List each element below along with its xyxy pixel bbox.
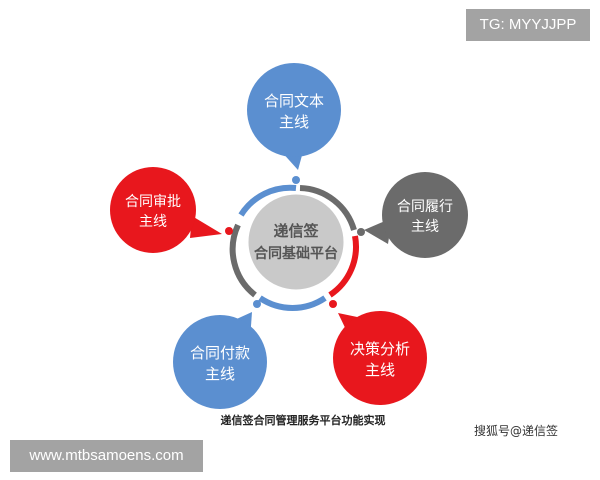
bubble-circle: [333, 311, 427, 405]
center-subtitle: 合同基础平台: [254, 245, 338, 262]
ring-arc-blue-bottom: [258, 295, 327, 311]
node-contract-text: 合同文本 主线: [247, 63, 341, 170]
ring-arc-blue-top: [238, 184, 297, 217]
node-label-line1: 合同审批: [125, 194, 181, 210]
connector-dot-bottom-left: [253, 300, 261, 308]
node-label-line1: 合同文本: [264, 92, 324, 110]
node-contract-approval: 合同审批 主线: [110, 167, 222, 253]
node-label-line1: 合同履行: [397, 199, 453, 215]
ring-arc-gray-left: [229, 223, 257, 298]
bubble-circle: [382, 172, 468, 258]
node-contract-performance: 合同履行 主线: [364, 172, 468, 258]
bubble-circle: [247, 63, 341, 157]
node-label-line2: 主线: [205, 365, 235, 383]
connector-dot-left: [225, 227, 233, 235]
node-label-line2: 主线: [365, 361, 395, 379]
source-label: 搜狐号@递信签: [474, 424, 559, 438]
node-label-line1: 决策分析: [350, 340, 410, 358]
url-banner: www.mtbsamoens.com: [10, 440, 203, 472]
node-label-line2: 主线: [139, 214, 167, 230]
ring-arc-gray-right: [299, 185, 357, 231]
ring-arc-red-right: [328, 235, 359, 298]
node-label-line2: 主线: [411, 219, 439, 235]
node-label-line2: 主线: [279, 113, 309, 131]
node-contract-payment: 合同付款 主线: [173, 312, 267, 409]
center-title: 递信签: [273, 222, 319, 240]
bubble-tail: [190, 216, 222, 238]
connector-dot-top: [292, 176, 300, 184]
bubble-circle: [110, 167, 196, 253]
connector-dot-lower-right: [329, 300, 337, 308]
watermark-tag: TG: MYYJJPP: [466, 9, 590, 41]
connector-dot-right: [357, 228, 365, 236]
node-decision-analysis: 决策分析 主线: [333, 311, 427, 405]
diagram-caption: 递信签合同管理服务平台功能实现: [220, 414, 386, 427]
center-circle: [245, 191, 347, 293]
bubble-circle: [173, 315, 267, 409]
node-label-line1: 合同付款: [190, 344, 250, 362]
